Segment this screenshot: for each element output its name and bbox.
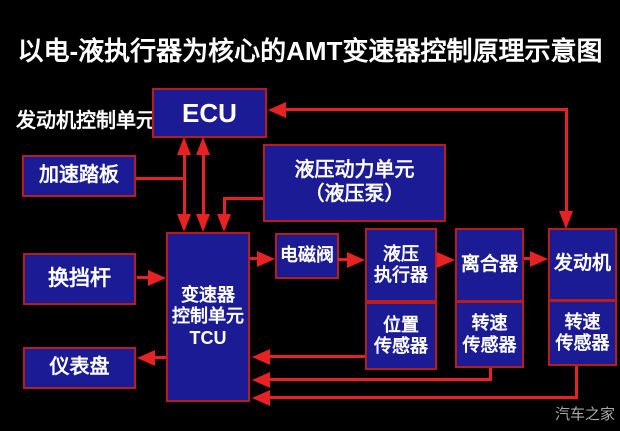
arrow-ecu-to-engine-icon [559,211,573,229]
node-ecu: ECU [152,88,267,138]
node-clutch: 离合器 [455,228,524,302]
line-pump-to-tcu-horizontal [223,197,263,200]
line-pump-to-tcu-vertical [223,199,226,216]
line-ecu-tcu-1 [183,152,186,218]
arrow-lever-to-tcu-icon [148,270,166,286]
node-solenoid-valve: 电磁阀 [275,233,339,279]
line-position-sensor-to-tcu [270,355,365,358]
line-speed-sensor-2-vertical [575,366,578,398]
line-pedal-junction [136,177,184,180]
arrow-engine-to-ecu-icon [268,102,286,118]
diagram-title: 以电-液执行器为核心的AMT变速器控制原理示意图 [17,36,603,66]
line-speed-sensor-1-horizontal [270,378,492,381]
line-engine-to-ecu-vertical [565,110,568,213]
watermark: 汽车之家 [554,406,615,423]
arrow-speed-sensor-1-to-tcu-icon [252,372,270,388]
node-speed-sensor-1: 转速 传感器 [455,301,524,368]
arrow-tcu-to-ecu-1-icon [177,137,191,155]
node-tcu: 变速器 控制单元 TCU [166,232,250,402]
line-speed-sensor-2-horizontal [270,396,578,399]
arrow-tcu-to-ecu-2-icon [196,137,210,155]
line-tcu-to-solenoid [250,257,259,260]
line-ecu-tcu-2 [202,152,205,218]
line-clutch-to-engine [524,257,532,260]
line-tcu-to-dashboard [155,356,166,359]
node-speed-sensor-2: 转速 传感器 [548,300,617,366]
node-hydraulic-power-unit: 液压动力单元 （液压泵） [263,144,446,222]
node-position-sensor: 位置 传感器 [365,302,437,370]
node-engine: 发动机 [548,228,617,301]
arrow-tcu-to-dashboard-icon [137,350,155,366]
line-solenoid-to-actuator [338,258,349,261]
arrow-actuator-to-clutch-icon [437,252,455,268]
node-shift-lever: 换挡杆 [23,253,136,305]
arrow-ecu-to-tcu-1-icon [177,214,191,232]
arrow-tcu-to-solenoid-icon [257,251,275,267]
arrow-clutch-to-engine-icon [530,251,548,267]
line-engine-to-ecu-horizontal [286,108,568,111]
node-hydraulic-actuator: 液压 执行器 [365,228,437,302]
arrow-position-sensor-to-tcu-icon [252,349,270,365]
arrow-pump-to-tcu-icon [217,214,231,232]
arrow-solenoid-to-actuator-icon [347,252,365,268]
ecu-side-label: 发动机控制单元 [16,110,156,132]
node-dashboard: 仪表盘 [23,347,136,389]
arrow-ecu-to-tcu-2-icon [196,214,210,232]
line-lever-to-tcu [137,276,150,279]
node-accelerator-pedal: 加速踏板 [22,155,136,197]
line-speed-sensor-1-vertical [489,368,492,381]
arrow-speed-sensor-2-to-tcu-icon [252,390,270,406]
